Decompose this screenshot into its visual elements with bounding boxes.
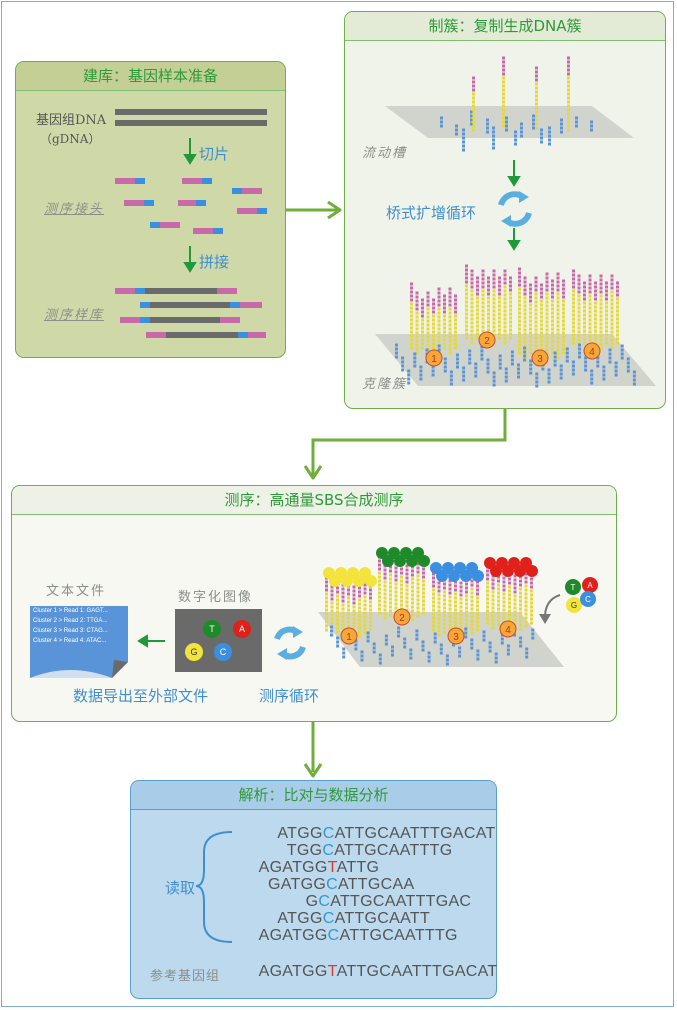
free-base-t [565, 579, 581, 595]
gdna-strand-bottom [115, 120, 267, 126]
flowcell-plate [385, 106, 634, 138]
export-label: 数据导出至外部文件 [73, 687, 209, 705]
image-base-g-label: G [190, 647, 197, 657]
sequencing-panel: 测序：高通量SBS合成测序 [11, 485, 617, 722]
digital-image-label: 数字化图像 [178, 590, 254, 605]
analysis-panel: 解析：比对与数据分析 [130, 780, 497, 999]
cluster-number-badges [425, 331, 601, 367]
free-base-g-label: G [571, 601, 577, 610]
image-base-c [214, 643, 232, 661]
seq-cluster-badges [340, 608, 517, 645]
cluster-number-4: 4 [589, 347, 595, 358]
reference-sequence: AGATGGTATTGCAATTTGACAT [258, 963, 498, 980]
free-base-a-label: A [587, 581, 593, 590]
clustering-title: 制簇：复制生成DNA簇 [345, 12, 665, 41]
doc-line-2: Cluster 2 > Read 2: TTGA... [33, 618, 108, 624]
read-line: GATGGCATTGCAA [268, 876, 415, 893]
free-base-c [580, 591, 596, 607]
flowcell-strands [440, 56, 593, 152]
cluster-label: 克隆簇 [362, 377, 408, 392]
seq-cluster-number-3: 3 [453, 632, 459, 643]
library-title: 建库：基因样本准备 [16, 62, 285, 91]
read-line: AGATGGTATTG [258, 859, 380, 876]
digital-image [175, 609, 262, 672]
read-line: TGGCATTGCAATTTG [286, 842, 453, 859]
read-line: ATGGCATTGCAATTTGACAT [277, 825, 496, 842]
free-base-t-label: T [571, 583, 576, 592]
library-fragments [115, 288, 266, 338]
flowcell-label: 流动槽 [362, 146, 408, 161]
ligate-label: 拼接 [199, 253, 230, 271]
cluster-strands [395, 264, 636, 388]
read-line: GCATTGCAATTTGAC [305, 893, 472, 910]
analysis-title: 解析：比对与数据分析 [131, 781, 496, 810]
text-file-icon [30, 606, 128, 678]
reads-label: 读取 [165, 879, 196, 897]
seq-cluster-number-1: 1 [346, 632, 352, 643]
sequencing-cycle-icon [274, 626, 306, 660]
read-line: AGATGGCATTGCAATTTG [258, 927, 458, 944]
doc-line-3: Cluster 3 > Read 3: CTAG... [33, 628, 108, 634]
sequencing-title: 测序：高通量SBS合成测序 [12, 486, 616, 515]
cluster-number-2: 2 [484, 336, 490, 347]
free-base-g [566, 597, 582, 613]
gdna-sub-label: （gDNA） [40, 132, 101, 146]
image-base-g [185, 643, 203, 661]
read-line: ATGGCATTGCAATT [277, 910, 431, 927]
adapter-fragments [115, 178, 267, 234]
image-base-a-label: A [239, 624, 245, 634]
seq-cluster-number-4: 4 [505, 625, 511, 636]
cycle-icon [498, 191, 532, 227]
image-base-t-label: T [209, 624, 215, 634]
image-base-t [203, 620, 221, 638]
cluster-number-1: 1 [431, 354, 437, 365]
adapter-label: 测序接头 [44, 202, 105, 217]
seq-cluster-number-2: 2 [399, 613, 405, 624]
cluster-number-3: 3 [537, 354, 543, 365]
arrow-clustering-to-sequencing [311, 409, 507, 476]
doc-line-4: Cluster 4 > Read 4: ATAC... [33, 638, 107, 644]
doc-line-1: Cluster 1 > Read 1: GAGT... [33, 608, 108, 614]
reads-brace [195, 831, 233, 943]
gdna-label: 基因组DNA [36, 113, 107, 128]
library-label: 测序样库 [44, 308, 105, 323]
image-base-c-label: C [220, 647, 227, 657]
free-base-a [582, 577, 598, 593]
gdna-strand-top [115, 109, 267, 115]
free-base-c-label: C [585, 595, 591, 604]
cut-label: 切片 [199, 145, 230, 163]
text-file-label: 文本文件 [46, 584, 107, 599]
image-base-a [233, 620, 251, 638]
reference-label: 参考基因组 [150, 969, 221, 984]
sequencing-cycle-label: 测序循环 [259, 687, 320, 705]
bridge-amplification-label: 桥式扩增循环 [386, 204, 477, 222]
